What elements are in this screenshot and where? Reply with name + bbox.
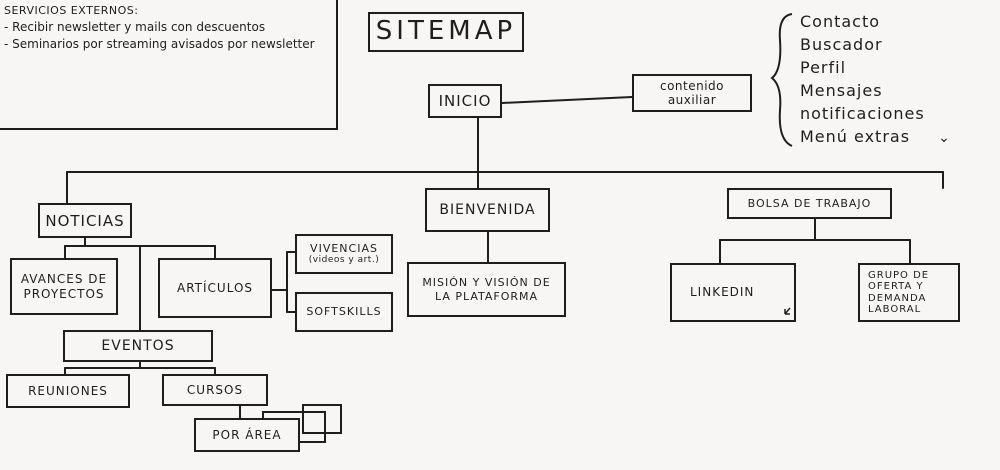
- external-services-item: - Seminarios por streaming avisados por …: [4, 37, 315, 51]
- node-vivencias: VIVENCIAS (videos y art.): [295, 234, 393, 274]
- connector-inicio-contenido: [501, 96, 633, 104]
- external-services-heading: SERVICIOS EXTERNOS:: [4, 4, 139, 17]
- stacked-card-back: [302, 404, 342, 434]
- node-softskills: SOFTSKILLS: [295, 292, 393, 332]
- utility-item: Buscador: [800, 35, 883, 54]
- vivencias-label: VIVENCIAS: [310, 242, 378, 255]
- node-avances-de-proyectos: AVANCES DE PROYECTOS: [10, 258, 118, 315]
- vivencias-sublabel: (videos y art.): [308, 255, 380, 266]
- node-bienvenida: BIENVENIDA: [425, 188, 550, 232]
- utility-item-label: Menú extras: [800, 127, 911, 146]
- node-grupo-oferta-demanda: GRUPO DE OFERTA Y DEMANDA LABORAL: [858, 263, 960, 322]
- node-reuniones: REUNIONES: [6, 374, 130, 408]
- node-inicio: INICIO: [428, 84, 502, 118]
- node-bolsa-de-trabajo: BOLSA DE TRABAJO: [727, 188, 892, 219]
- external-services-item: - Recibir newsletter y mails con descuen…: [4, 20, 266, 34]
- utility-item: Contacto: [800, 12, 881, 31]
- utility-item: Menú extras ⌄: [800, 125, 951, 148]
- utility-item: notificaciones: [800, 104, 925, 123]
- node-por-area: POR ÁREA: [194, 418, 300, 452]
- node-noticias: NOTICIAS: [38, 203, 132, 238]
- linkedin-cursor-mark: [784, 307, 791, 315]
- utility-item: Perfil: [800, 58, 847, 77]
- external-services-note: SERVICIOS EXTERNOS: - Recibir newsletter…: [0, 0, 338, 130]
- node-eventos: EVENTOS: [63, 330, 213, 362]
- utility-item: Mensajes: [800, 81, 883, 100]
- node-contenido-auxiliar: contenido auxiliar: [632, 74, 752, 112]
- sitemap-title: SITEMAP: [368, 12, 524, 52]
- utility-list: Contacto Buscador Perfil Mensajes notifi…: [800, 10, 951, 148]
- node-mision-y-vision: MISIÓN Y VISIÓN DE LA PLATAFORMA: [407, 262, 566, 317]
- node-linkedin: LINKEDIN: [670, 263, 796, 322]
- side-list-brace: [770, 13, 793, 147]
- node-articulos: ARTÍCULOS: [158, 258, 272, 318]
- chevron-down-icon: ⌄: [938, 130, 951, 146]
- node-cursos: CURSOS: [162, 374, 268, 406]
